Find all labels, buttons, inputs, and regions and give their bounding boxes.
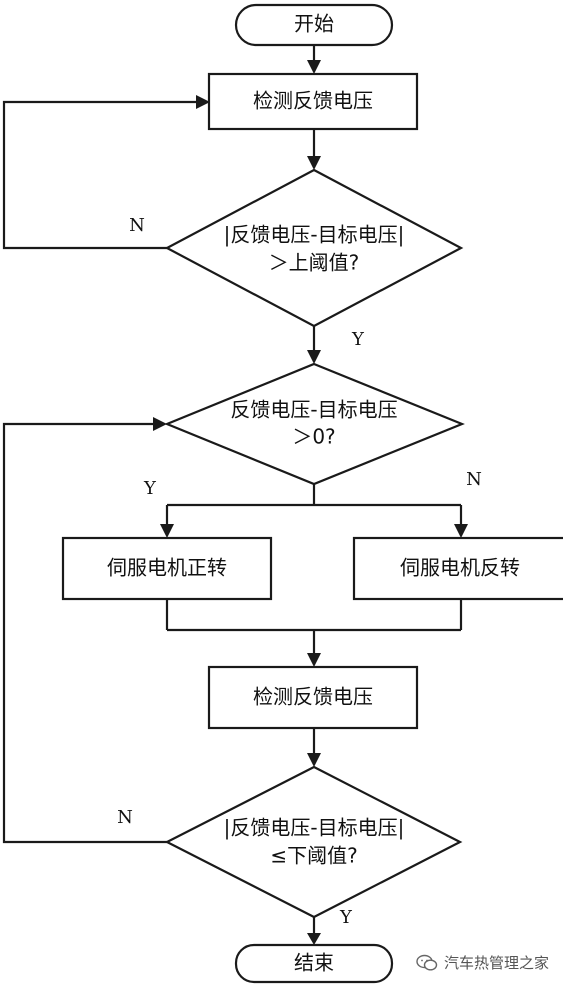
decision-upper-line2: ＞上阈值? — [269, 251, 360, 275]
decision-lower-line1: |反馈电压-目标电压| — [224, 816, 405, 840]
arrowhead-detect-upper — [307, 156, 321, 170]
arrowhead-split-left — [160, 524, 174, 538]
loop-upper-no — [2, 100, 198, 250]
arrowhead-lower-yes — [307, 933, 321, 945]
decision-sign-line1: 反馈电压-目标电压 — [230, 398, 397, 422]
decision-lower-threshold — [164, 765, 463, 919]
motor-reverse-label: 伺服电机反转 — [400, 556, 520, 580]
arrowhead-upper-yes — [307, 350, 321, 364]
decision-lower-line2: ≤下阈值? — [270, 844, 357, 868]
loop-lower-no — [2, 422, 167, 844]
label-lower-no: N — [117, 807, 133, 828]
watermark: 汽车热管理之家 — [416, 952, 549, 973]
decision-upper-threshold — [164, 168, 464, 328]
decision-upper-line1: |反馈电压-目标电压| — [224, 223, 405, 247]
end-label: 结束 — [294, 951, 334, 975]
detect-voltage-box-2 — [207, 665, 419, 730]
arrowhead-loop-lower-no — [153, 417, 167, 431]
detect-voltage-label-2: 检测反馈电压 — [253, 685, 373, 709]
motor-forward-label: 伺服电机正转 — [107, 556, 227, 580]
arrowhead-split-right — [454, 524, 468, 538]
arrowhead-detect-lower — [307, 753, 321, 767]
label-lower-yes: Y — [339, 907, 353, 928]
detect-voltage-label-1: 检测反馈电压 — [253, 89, 373, 113]
watermark-text: 汽车热管理之家 — [443, 954, 549, 972]
detect-voltage-box-1 — [207, 72, 419, 131]
label-sign-no: N — [466, 469, 482, 490]
motor-forward-box — [61, 536, 273, 601]
label-upper-yes: Y — [351, 329, 365, 350]
end-terminal — [234, 943, 394, 984]
start-label: 开始 — [294, 12, 334, 36]
label-sign-yes: Y — [143, 478, 157, 499]
wechat-icon — [416, 954, 438, 971]
arrowhead-start-detect — [307, 60, 321, 74]
arrowhead-merge-detect — [307, 653, 321, 667]
decision-sign-line2: ＞0? — [292, 425, 335, 449]
arrowhead-loop-upper-no — [196, 95, 210, 109]
label-upper-no: N — [129, 215, 145, 236]
